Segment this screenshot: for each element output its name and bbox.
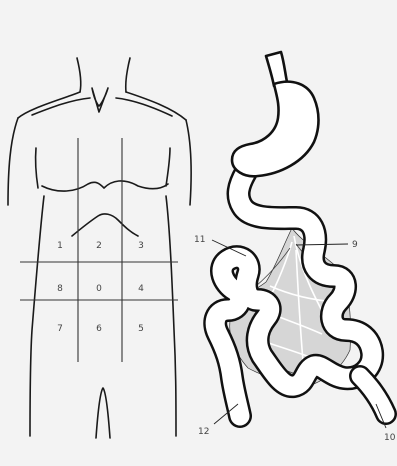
armpit-left xyxy=(36,148,38,188)
callout-label-11: 11 xyxy=(194,235,205,245)
shoulder-left xyxy=(18,92,80,118)
callout-label-10: 10 xyxy=(384,433,396,443)
region-label-4: 4 xyxy=(138,284,144,294)
costal-arch xyxy=(72,214,138,236)
pectoral-line xyxy=(42,181,168,191)
region-label-3: 3 xyxy=(138,241,144,251)
neck-right xyxy=(126,58,130,92)
stomach xyxy=(232,82,319,177)
jugular-notch xyxy=(92,88,108,112)
neck-left xyxy=(77,58,81,92)
region-labels: 1 2 3 8 0 4 7 6 5 xyxy=(57,241,144,334)
arm-left xyxy=(8,118,18,205)
region-label-5: 5 xyxy=(138,324,144,334)
region-label-0: 0 xyxy=(96,284,102,294)
flank-right xyxy=(166,196,176,436)
arm-right xyxy=(186,120,191,205)
flank-left xyxy=(30,196,44,436)
callout-label-12: 12 xyxy=(198,427,209,437)
region-label-1: 1 xyxy=(57,241,63,251)
region-label-2: 2 xyxy=(96,241,102,251)
callout-label-9: 9 xyxy=(352,240,358,250)
armpit-right xyxy=(166,148,170,186)
region-label-6: 6 xyxy=(96,324,102,334)
region-label-8: 8 xyxy=(57,284,63,294)
region-label-7: 7 xyxy=(57,324,63,334)
shoulder-right xyxy=(126,92,186,120)
digestive-tract xyxy=(212,52,386,428)
groin-center xyxy=(96,388,110,438)
